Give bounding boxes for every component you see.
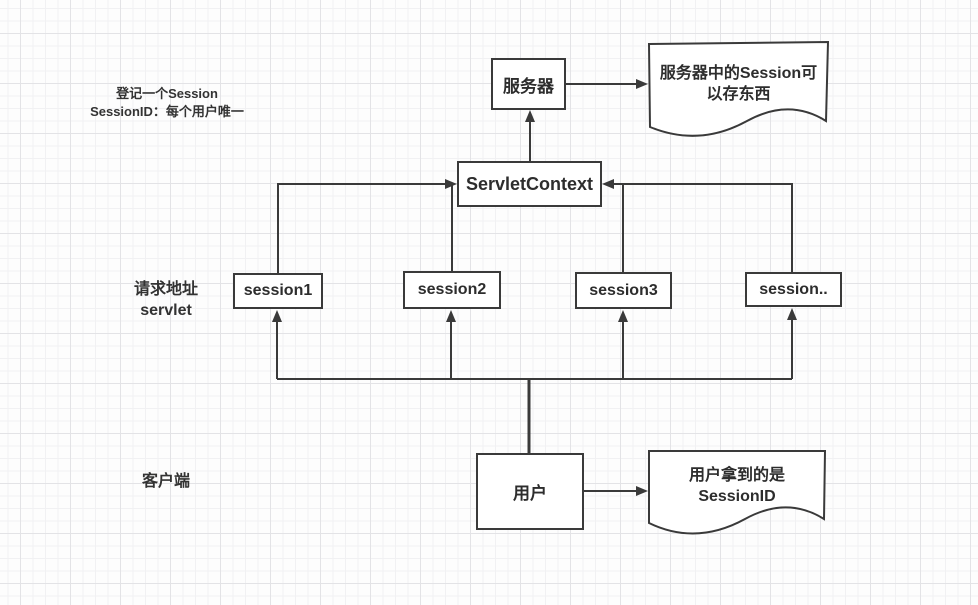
- note-server-session: 服务器中的Session可 以存东西: [649, 63, 828, 105]
- annotation-session-register-line1: 登记一个Session: [116, 86, 218, 101]
- arrowhead-into-sessionmore: [787, 308, 797, 320]
- document-shape-user-note: [648, 450, 827, 535]
- edge-sessionmore-servletcontext: [612, 183, 793, 272]
- label-request-servlet-layer: 请求地址 servlet: [116, 279, 216, 321]
- document-shape-server-note: [647, 40, 830, 137]
- arrowhead-into-session3: [618, 310, 628, 322]
- arrowhead-into-session2: [446, 310, 456, 322]
- arrowhead-into-session1: [272, 310, 282, 322]
- arrowhead-into-server: [525, 110, 535, 122]
- node-session2: session2: [403, 271, 501, 309]
- label-request-line2: servlet: [140, 302, 192, 319]
- node-session-more: session..: [745, 272, 842, 307]
- node-server: 服务器: [491, 58, 566, 110]
- arrowhead-into-user-note: [636, 486, 648, 496]
- label-client-layer: 客户端: [141, 473, 190, 490]
- note-user-sessionid-line2: SessionID: [698, 488, 776, 505]
- label-request-line1: 请求地址: [133, 281, 198, 298]
- note-server-session-line1: 服务器中的Session可: [659, 65, 818, 82]
- node-user: 用户: [476, 453, 584, 530]
- arrowhead-into-server-note: [636, 79, 648, 89]
- annotation-session-register-line2: SessionID：每个用户唯一: [90, 104, 244, 119]
- note-server-session-line2: 以存东西: [706, 86, 771, 103]
- node-session1: session1: [233, 273, 323, 309]
- annotation-session-register: 登记一个Session SessionID：每个用户唯一: [57, 85, 277, 121]
- arrowhead-into-servletcontext-left: [445, 179, 457, 189]
- edge-session1-servletcontext: [277, 183, 447, 273]
- note-user-sessionid: 用户拿到的是 SessionID: [649, 465, 825, 507]
- arrowhead-into-servletcontext-right: [602, 179, 614, 189]
- node-servletcontext: ServletContext: [457, 161, 602, 207]
- node-session3: session3: [575, 272, 672, 309]
- note-user-sessionid-line1: 用户拿到的是: [688, 467, 785, 484]
